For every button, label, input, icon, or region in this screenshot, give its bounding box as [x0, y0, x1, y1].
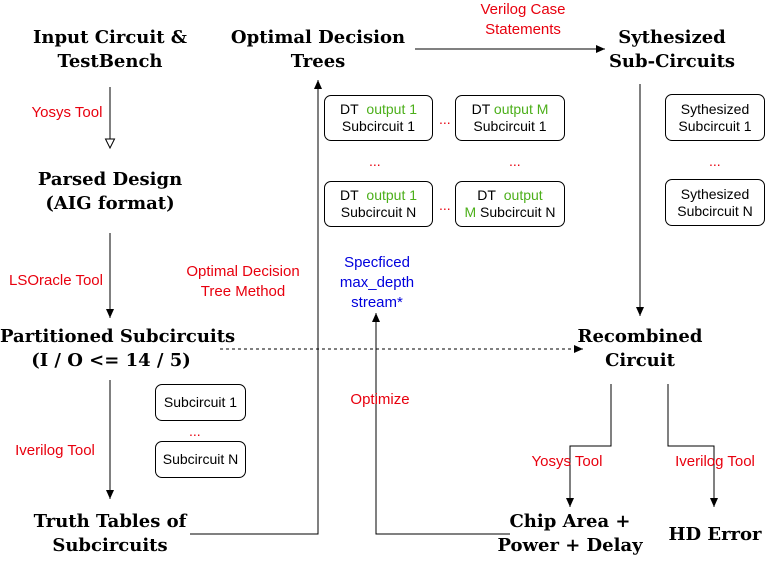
subcircuit-box-1: Subcircuit 1	[155, 384, 246, 421]
ellipsis-subcircuits: ...	[189, 423, 201, 439]
subcircuit-box-n: Subcircuit N	[155, 441, 246, 478]
arrow-recombined-to-hd	[667, 384, 718, 507]
synth-box-subn: Sythesized Subcircuit N	[665, 179, 765, 226]
node-hd-error: HD Error	[668, 524, 762, 545]
label-max-depth: Specficed max_depth stream*	[339, 254, 415, 311]
arrow-optimize-feedback	[372, 313, 510, 535]
dt-box-outputm-subn: DT output M Subcircuit N	[455, 181, 565, 227]
dt-box-output1-subn: DT output 1 Subcircuit N	[324, 181, 433, 227]
node-chip-area: Chip Area + Power + Delay	[497, 511, 643, 556]
ellipsis-synth: ...	[709, 153, 721, 169]
arrow-truth-to-trees	[190, 80, 322, 535]
ellipsis-dt-row2: ...	[439, 197, 451, 213]
label-yosys-right: Yosys Tool	[531, 453, 603, 470]
ellipsis-dt-col2: ...	[509, 153, 521, 169]
node-synthesized: Sythesized Sub-Circuits	[608, 27, 736, 72]
arrow-recombined-to-chip	[566, 384, 612, 507]
node-partitioned: Partitioned Subcircuits (I / O <= 14 / 5…	[0, 326, 236, 371]
label-iverilog-left: Iverilog Tool	[15, 442, 95, 459]
node-input-circuit: Input Circuit & TestBench	[32, 27, 188, 72]
node-recombined: Recombined Circuit	[577, 326, 703, 371]
label-yosys-left: Yosys Tool	[31, 104, 103, 121]
node-truth-tables: Truth Tables of Subcircuits	[33, 511, 187, 556]
label-odt-method: Optimal Decision Tree Method	[186, 263, 300, 300]
node-parsed-design: Parsed Design (AIG format)	[37, 169, 183, 214]
label-lsoracle: LSOracle Tool	[9, 272, 103, 289]
label-iverilog-right: Iverilog Tool	[675, 453, 755, 470]
node-optimal-trees: Optimal Decision Trees	[230, 27, 406, 72]
dt-box-output1-sub1: DT output 1 Subcircuit 1	[324, 95, 433, 141]
label-optimize: Optimize	[350, 391, 410, 408]
ellipsis-dt-col1: ...	[369, 153, 381, 169]
synth-box-sub1: Sythesized Subcircuit 1	[665, 94, 765, 141]
ellipsis-dt-row1: ...	[439, 111, 451, 127]
label-verilog-case: Verilog Case Statements	[480, 1, 566, 38]
dt-box-outputm-sub1: DT output M Subcircuit 1	[455, 95, 565, 141]
